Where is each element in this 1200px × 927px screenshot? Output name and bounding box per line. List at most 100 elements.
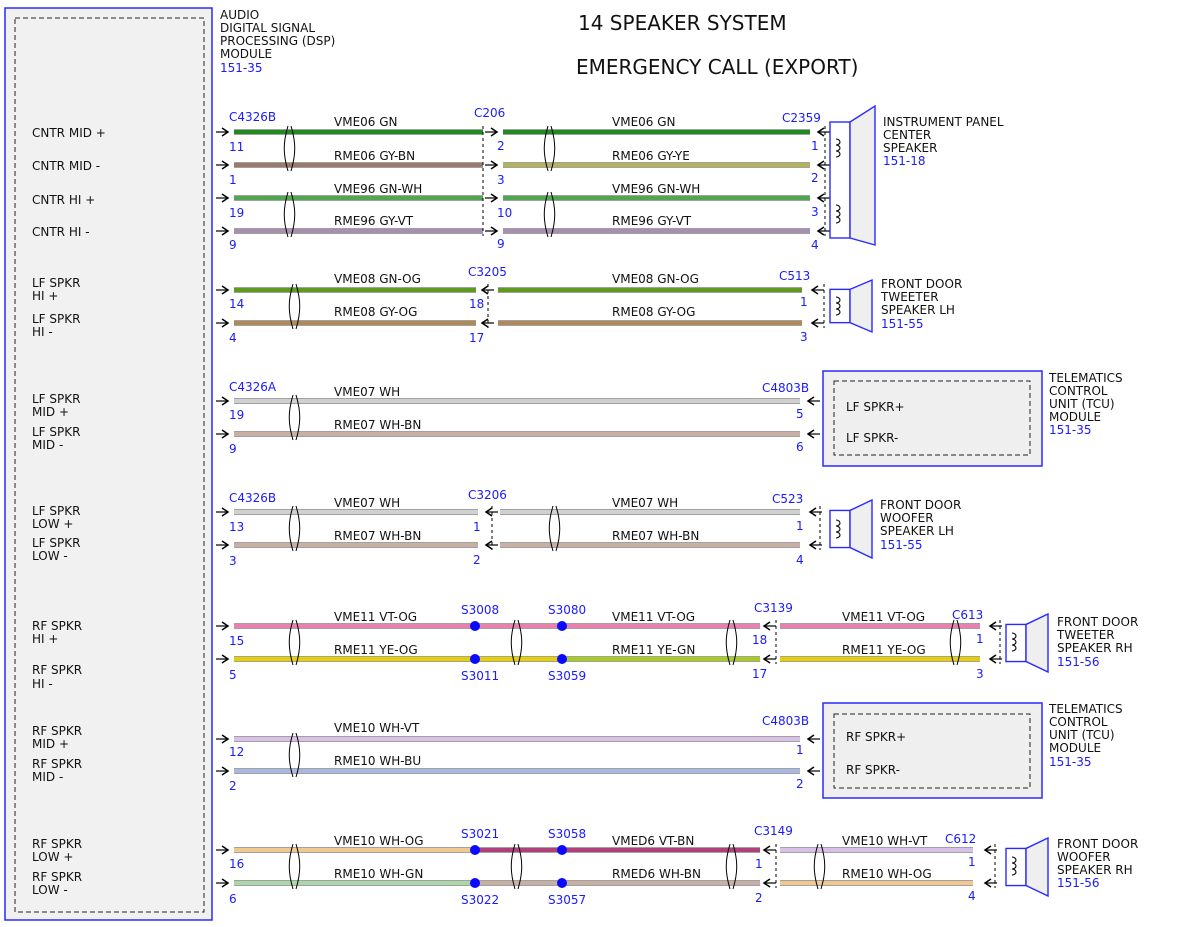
component-name: SPEAKER RH bbox=[1057, 863, 1133, 877]
circuit-label: VME96 GN-WH bbox=[612, 182, 700, 196]
circuit-label: RME96 GY-VT bbox=[612, 214, 692, 228]
pin-arrow bbox=[221, 507, 230, 517]
splice-label: S3022 bbox=[461, 893, 499, 907]
dsp-pin-label: LOW - bbox=[32, 549, 68, 563]
component-name: TELEMATICS bbox=[1048, 702, 1123, 716]
circuit-label: VME08 GN-OG bbox=[334, 272, 421, 286]
circuit-label: VMED6 VT-BN bbox=[612, 834, 694, 848]
twisted-pair-mark bbox=[288, 619, 294, 666]
speaker-cone bbox=[849, 104, 876, 246]
pin-arrow bbox=[221, 845, 230, 855]
pin-number: 6 bbox=[796, 440, 804, 454]
dsp-module-box bbox=[4, 7, 213, 921]
component-ref: 151-35 bbox=[1049, 755, 1092, 769]
twisted-pair-mark bbox=[295, 283, 301, 330]
pin-number: 2 bbox=[473, 553, 481, 567]
circuit-label: VME08 GN-OG bbox=[612, 272, 699, 286]
splice-label: S3058 bbox=[548, 827, 586, 841]
component-name: FRONT DOOR bbox=[881, 277, 962, 291]
twisted-pair-mark bbox=[288, 505, 294, 552]
connector-c3206: C3206 bbox=[468, 488, 507, 502]
pin-arrow bbox=[221, 878, 230, 888]
pin-number: 2 bbox=[755, 891, 763, 905]
component-name: UNIT (TCU) bbox=[1049, 728, 1115, 742]
twisted-pair-mark bbox=[550, 191, 556, 238]
tcu-pin-label: LF SPKR- bbox=[846, 431, 898, 445]
circuit-label: VME07 WH bbox=[612, 496, 678, 510]
pin-arrow bbox=[221, 766, 230, 776]
dsp-name-2: DIGITAL SIGNAL bbox=[220, 21, 315, 35]
circuit-label: VME06 GN bbox=[334, 115, 398, 129]
dsp-pin-label: LF SPKR bbox=[32, 276, 80, 290]
pin-number: 17 bbox=[469, 331, 484, 345]
component-name: TELEMATICS bbox=[1048, 371, 1123, 385]
connector-c513: C513 bbox=[779, 269, 810, 283]
pin-arrow bbox=[221, 654, 230, 664]
dsp-pin-label: CNTR HI + bbox=[32, 193, 95, 207]
dsp-name-3: PROCESSING (DSP) bbox=[220, 34, 335, 48]
splice-label: S3057 bbox=[548, 893, 586, 907]
pin-number: 2 bbox=[811, 171, 819, 185]
component-name: SPEAKER LH bbox=[881, 303, 955, 317]
component-name: TWEETER bbox=[1056, 628, 1115, 642]
pin-number: 5 bbox=[229, 668, 237, 682]
component-name: INSTRUMENT PANEL bbox=[883, 115, 1004, 129]
speaker-cone bbox=[1025, 612, 1049, 674]
splice-dot bbox=[557, 878, 567, 888]
circuit-label: RME07 WH-BN bbox=[334, 529, 421, 543]
pin-arrow bbox=[810, 318, 819, 328]
pin-arrow bbox=[806, 734, 815, 744]
dsp-pin-label: MID + bbox=[32, 737, 69, 751]
twisted-pair-mark bbox=[288, 394, 294, 441]
dsp-name-1: AUDIO bbox=[220, 8, 259, 22]
twisted-pair-mark bbox=[288, 732, 294, 778]
twisted-pair-mark bbox=[510, 843, 516, 890]
circuit-label: VME10 WH-VT bbox=[334, 721, 420, 735]
pin-arrow bbox=[806, 396, 815, 406]
speaker-cone bbox=[849, 498, 873, 560]
pin-arrow bbox=[490, 193, 499, 203]
wire-layer bbox=[216, 125, 1002, 890]
pin-number: 18 bbox=[752, 633, 767, 647]
pin-number: 2 bbox=[796, 777, 804, 791]
component-name: UNIT (TCU) bbox=[1049, 397, 1115, 411]
pin-number: 5 bbox=[796, 407, 804, 421]
twisted-pair-mark bbox=[550, 125, 556, 172]
twisted-pair-mark bbox=[517, 843, 523, 890]
component-layer bbox=[822, 104, 1049, 898]
circuit-label: VME96 GN-WH bbox=[334, 182, 422, 196]
pin-number: 18 bbox=[469, 297, 484, 311]
pin-number: 2 bbox=[497, 139, 505, 153]
circuit-label: VME11 VT-OG bbox=[334, 610, 417, 624]
circuit-label: RME08 GY-OG bbox=[612, 305, 695, 319]
circuit-label: VME07 WH bbox=[334, 496, 400, 510]
circuit-label: RME10 WH-GN bbox=[334, 867, 423, 881]
speaker-coil bbox=[1011, 856, 1017, 876]
pin-number: 4 bbox=[796, 553, 804, 567]
pin-arrow bbox=[816, 160, 825, 170]
tcu-pin-label: RF SPKR- bbox=[846, 763, 900, 777]
pin-arrow bbox=[816, 127, 825, 137]
diagram-title: 14 SPEAKER SYSTEM bbox=[578, 11, 787, 35]
diagram-subtitle: EMERGENCY CALL (EXPORT) bbox=[576, 55, 858, 79]
twisted-pair-mark bbox=[548, 505, 554, 552]
component-name: CENTER bbox=[883, 128, 931, 142]
pin-number: 19 bbox=[229, 408, 244, 422]
connector-c3205: C3205 bbox=[468, 265, 507, 279]
tcu-pin-label: LF SPKR+ bbox=[846, 400, 905, 414]
circuit-label: VME11 VT-OG bbox=[612, 610, 695, 624]
circuit-label: RME11 YE-GN bbox=[612, 643, 695, 657]
pin-arrow bbox=[480, 318, 489, 328]
component-ref: 151-56 bbox=[1057, 655, 1100, 669]
dsp-pin-label: LOW - bbox=[32, 883, 68, 897]
twisted-pair-mark bbox=[288, 843, 294, 890]
dsp-pin-label: HI - bbox=[32, 677, 53, 691]
twisted-pair-mark bbox=[732, 843, 738, 890]
pin-number: 1 bbox=[796, 743, 804, 757]
splice-dot bbox=[557, 621, 567, 631]
splice-label: S3059 bbox=[548, 669, 586, 683]
pin-arrow bbox=[762, 654, 771, 664]
circuit-label: VME11 VT-OG bbox=[842, 610, 925, 624]
splice-dot bbox=[470, 845, 480, 855]
pin-arrow bbox=[762, 845, 771, 855]
